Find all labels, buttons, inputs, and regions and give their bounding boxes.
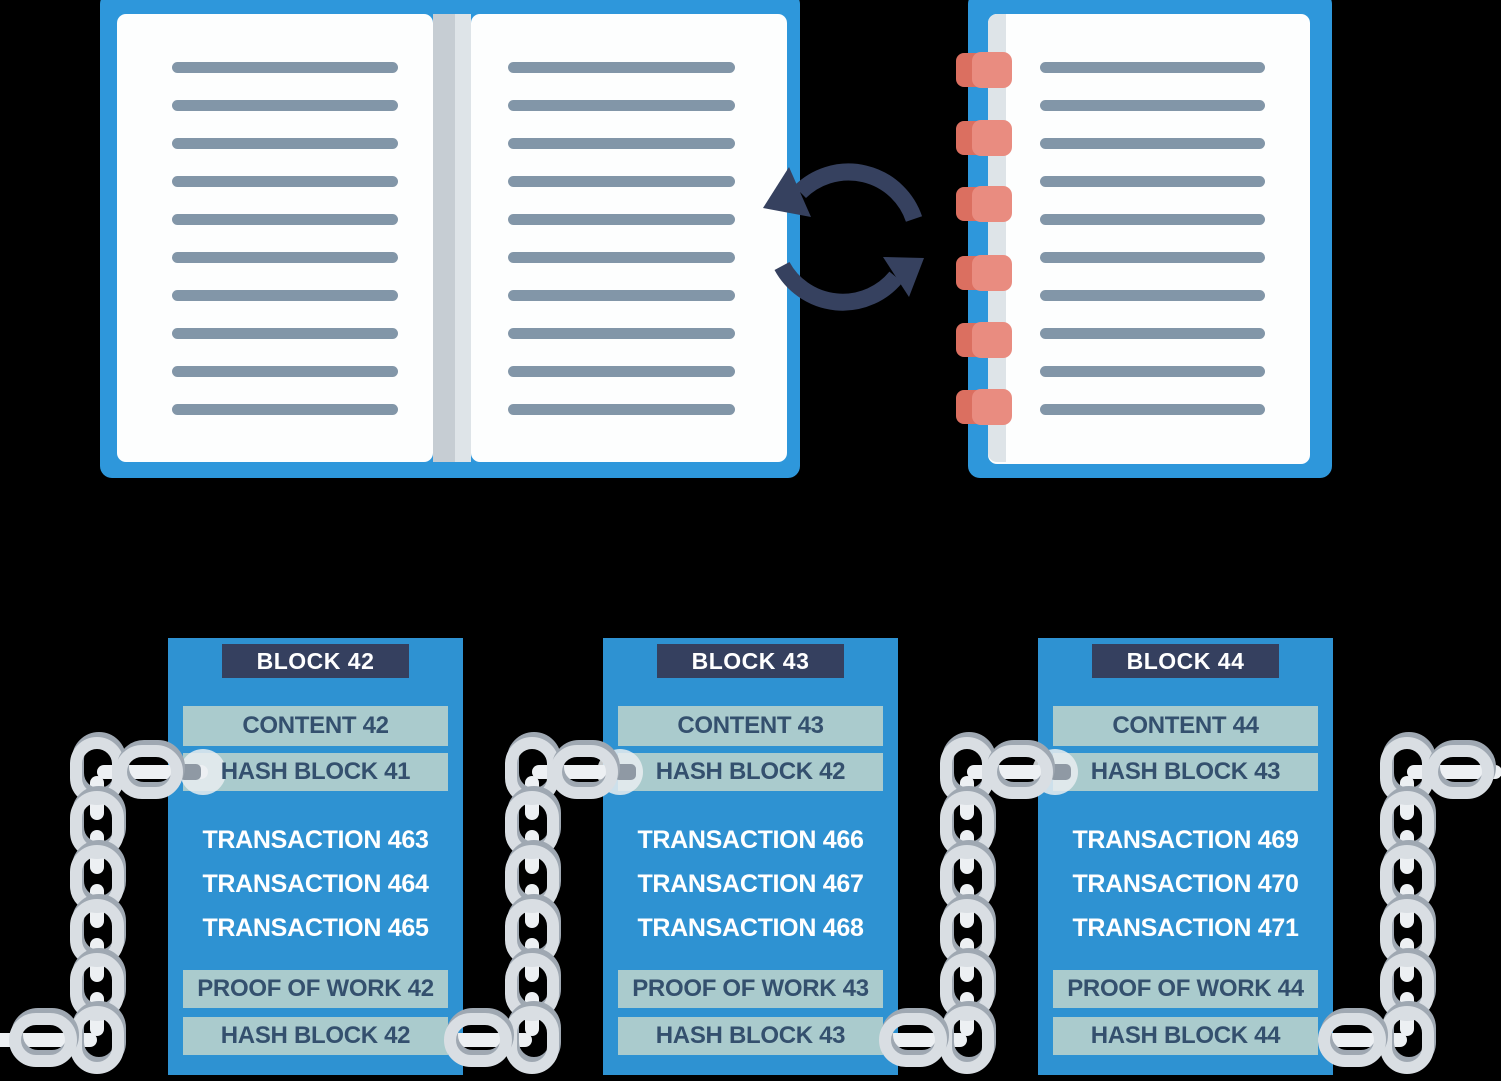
transaction: TRANSACTION 468 <box>637 914 864 942</box>
binding-clip <box>972 52 1012 88</box>
page-line <box>1040 290 1265 301</box>
previous-hash-label: HASH BLOCK 43 <box>1090 758 1281 785</box>
block-43: BLOCK 43 CONTENT 43 HASH BLOCK 42 TRANSA… <box>603 638 898 1075</box>
binding-clip <box>972 255 1012 291</box>
page-line <box>508 214 735 225</box>
hash-label: HASH BLOCK 44 <box>1090 1022 1281 1049</box>
page-line <box>172 252 398 263</box>
page-line <box>1040 252 1265 263</box>
hash-row: HASH BLOCK 44 <box>1053 1017 1318 1055</box>
page-line <box>172 290 398 301</box>
page-line <box>1040 62 1265 73</box>
page-line <box>172 176 398 187</box>
page-line <box>1040 138 1265 149</box>
transaction: TRANSACTION 469 <box>1072 826 1299 854</box>
page-line <box>1040 328 1265 339</box>
hash-label: HASH BLOCK 42 <box>220 1022 411 1049</box>
content-label: CONTENT 43 <box>677 712 824 739</box>
hash-row: HASH BLOCK 43 <box>618 1017 883 1055</box>
proof-of-work-row: PROOF OF WORK 42 <box>183 970 448 1008</box>
book-left-page <box>117 14 433 462</box>
book-right-page <box>471 14 787 462</box>
proof-of-work-label: PROOF OF WORK 42 <box>197 975 434 1002</box>
page-line <box>172 62 398 73</box>
arrowhead-bottom <box>883 257 924 297</box>
content-label: CONTENT 44 <box>1112 712 1259 739</box>
proof-of-work-row: PROOF OF WORK 44 <box>1053 970 1318 1008</box>
page-line <box>1040 366 1265 377</box>
previous-hash-row: HASH BLOCK 42 <box>618 753 883 791</box>
page-line <box>172 138 398 149</box>
ledger-book <box>100 0 800 478</box>
binding-clip <box>972 389 1012 425</box>
notebook-page <box>988 14 1310 464</box>
transaction: TRANSACTION 471 <box>1072 914 1299 942</box>
transaction: TRANSACTION 470 <box>1072 870 1299 898</box>
previous-hash-row: HASH BLOCK 43 <box>1053 753 1318 791</box>
page-line <box>508 62 735 73</box>
page-line <box>172 100 398 111</box>
page-line <box>508 138 735 149</box>
page-line <box>1040 214 1265 225</box>
transaction: TRANSACTION 464 <box>202 870 429 898</box>
proof-of-work-label: PROOF OF WORK 43 <box>632 975 869 1002</box>
transaction: TRANSACTION 467 <box>637 870 864 898</box>
chain <box>1318 732 1501 1074</box>
previous-hash-row: HASH BLOCK 41 <box>183 753 448 791</box>
book-spine <box>433 14 455 462</box>
book-spine-highlight <box>455 14 471 462</box>
previous-hash-label: HASH BLOCK 41 <box>220 758 411 785</box>
block-title: BLOCK 42 <box>222 644 409 678</box>
content-row: CONTENT 43 <box>618 706 883 746</box>
page-line <box>172 404 398 415</box>
page-line <box>508 176 735 187</box>
page-line <box>172 214 398 225</box>
hash-label: HASH BLOCK 43 <box>655 1022 846 1049</box>
content-row: CONTENT 42 <box>183 706 448 746</box>
notebook <box>952 0 1332 478</box>
transaction: TRANSACTION 465 <box>202 914 429 942</box>
binding-clip <box>972 120 1012 156</box>
page-line <box>172 328 398 339</box>
page-line <box>1040 176 1265 187</box>
hash-row: HASH BLOCK 42 <box>183 1017 448 1055</box>
page-line <box>508 328 735 339</box>
transaction-list: TRANSACTION 469 TRANSACTION 470 TRANSACT… <box>1038 818 1333 950</box>
transaction-list: TRANSACTION 466 TRANSACTION 467 TRANSACT… <box>603 818 898 950</box>
proof-of-work-row: PROOF OF WORK 43 <box>618 970 883 1008</box>
proof-of-work-label: PROOF OF WORK 44 <box>1067 975 1304 1002</box>
transaction: TRANSACTION 463 <box>202 826 429 854</box>
block-title: BLOCK 44 <box>1092 644 1279 678</box>
binding-clip <box>972 186 1012 222</box>
transaction: TRANSACTION 466 <box>637 826 864 854</box>
transaction-list: TRANSACTION 463 TRANSACTION 464 TRANSACT… <box>168 818 463 950</box>
block-42: BLOCK 42 CONTENT 42 HASH BLOCK 41 TRANSA… <box>168 638 463 1075</box>
page-line <box>172 366 398 377</box>
block-44: BLOCK 44 CONTENT 44 HASH BLOCK 43 TRANSA… <box>1038 638 1333 1075</box>
content-label: CONTENT 42 <box>242 712 389 739</box>
page-line <box>508 404 735 415</box>
content-row: CONTENT 44 <box>1053 706 1318 746</box>
page-line <box>508 100 735 111</box>
page-line <box>508 252 735 263</box>
page-line <box>1040 404 1265 415</box>
page-line <box>508 290 735 301</box>
binding-clip <box>972 322 1012 358</box>
page-line <box>1040 100 1265 111</box>
block-title: BLOCK 43 <box>657 644 844 678</box>
page-line <box>508 366 735 377</box>
previous-hash-label: HASH BLOCK 42 <box>655 758 846 785</box>
